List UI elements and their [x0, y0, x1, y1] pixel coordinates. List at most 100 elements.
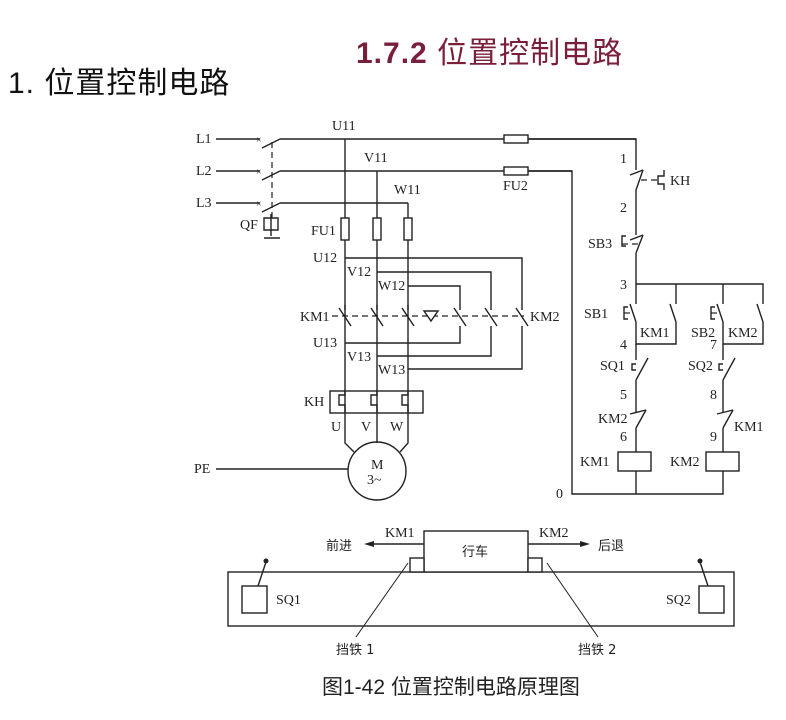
fu2-fuse-a	[503, 134, 529, 144]
label-w11: W11	[394, 183, 421, 198]
forward-label: 前进	[326, 538, 352, 554]
sq1-limit-contact	[635, 357, 649, 381]
km2-hold-contact	[756, 303, 764, 323]
fu1-fuse-u	[340, 217, 350, 241]
sq2-switch	[698, 585, 725, 614]
sq1-switch	[241, 585, 268, 614]
section-title-text: 位置控制电路	[437, 37, 624, 70]
node-4: 4	[620, 338, 627, 353]
arrow-right-icon	[580, 541, 590, 547]
node-0: 0	[556, 487, 563, 502]
label-u11: U11	[332, 119, 356, 134]
label-km1-coil: KM1	[580, 455, 610, 470]
wire-u13-cross	[345, 326, 461, 344]
wire-w13-cross	[408, 326, 523, 370]
svg-text:×: ×	[256, 199, 262, 210]
sq2-lever-icon	[697, 558, 703, 564]
kh-heater-icon	[338, 391, 409, 413]
track-illustration: 行车 前进 KM1 KM2 后退 SQ1 SQ2 挡铁 1 挡铁 2	[227, 526, 735, 658]
sq2-limit-contact	[722, 357, 736, 381]
label-l2: L2	[196, 164, 212, 179]
subsection-number: 1.	[8, 67, 36, 100]
label-fu1: FU1	[311, 224, 336, 239]
label-fu2: FU2	[503, 179, 528, 194]
cart-body	[423, 530, 529, 573]
fu1-fuse-w	[403, 217, 413, 241]
label-v11: V11	[364, 151, 388, 166]
motor-icon	[347, 441, 407, 501]
label-terminal-w: W	[390, 420, 404, 435]
arrow-left-icon	[364, 541, 374, 547]
label-pe: PE	[194, 462, 210, 477]
backward-label: 后退	[598, 539, 624, 554]
label-u12: U12	[313, 251, 337, 266]
interlock-triangle-icon	[422, 310, 440, 323]
ctrl-wire-top	[528, 138, 637, 170]
sb3-button-icon	[621, 235, 626, 247]
wire-v13-cross	[377, 326, 492, 357]
label-terminal-u: U	[331, 420, 341, 435]
wire-u12-cross	[345, 257, 523, 305]
label-sq2-ctrl: SQ2	[688, 359, 713, 374]
label-sb1: SB1	[584, 307, 608, 322]
node-7: 7	[710, 338, 717, 353]
qf-contact-3	[261, 202, 281, 213]
subsection-title-text: 位置控制电路	[44, 67, 231, 100]
label-km2-main: KM2	[530, 310, 560, 325]
motor-label: M	[371, 458, 384, 473]
section-title: 1.7.2 位置控制电路	[356, 28, 623, 72]
ctrl-wire-return	[528, 170, 724, 495]
label-v13: V13	[347, 350, 371, 365]
main-circuit: L1 L2 L3 × × × QF U11 V11 W11 FU2	[194, 119, 636, 501]
label-km2-coil: KM2	[670, 455, 700, 470]
motor-phase-label: 3~	[367, 473, 382, 488]
label-km2-interlock: KM2	[598, 412, 628, 427]
node-9: 9	[710, 430, 717, 445]
label-l3: L3	[196, 196, 212, 211]
node-3: 3	[620, 278, 627, 293]
section-number: 1.7.2	[356, 37, 428, 70]
stop-iron-2-label: 挡铁 2	[578, 643, 616, 658]
km1-direction-label: KM1	[385, 526, 415, 541]
node-6: 6	[620, 430, 627, 445]
label-km1-interlock: KM1	[734, 420, 764, 435]
label-kh-ctrl: KH	[670, 174, 690, 189]
wire-v12-cross	[377, 271, 492, 305]
km2-direction-label: KM2	[539, 526, 569, 541]
cart-label: 行车	[462, 544, 488, 560]
qf-contact-1	[261, 138, 281, 149]
km-main-contacts	[332, 305, 529, 327]
stop-iron-1-label: 挡铁 1	[336, 643, 374, 658]
kh-thermal-icon	[657, 170, 665, 190]
node-8: 8	[710, 388, 717, 403]
km1-interlock-contact	[722, 409, 734, 429]
ctrl-bus-3	[636, 283, 764, 304]
label-sb2: SB2	[691, 326, 715, 341]
label-l1: L1	[196, 132, 212, 147]
label-km2-hold: KM2	[728, 326, 758, 341]
label-km1-hold: KM1	[640, 326, 670, 341]
fu2-fuse-b	[503, 166, 529, 176]
qf-actuator-icon	[263, 214, 280, 239]
stop-iron-2-block	[527, 557, 543, 573]
sb1-contact	[629, 303, 637, 323]
km2-interlock-contact	[635, 409, 647, 429]
label-km1-main: KM1	[300, 310, 330, 325]
sq1-lever-icon	[263, 558, 269, 564]
label-sb3: SB3	[588, 237, 612, 252]
km1-coil	[617, 451, 652, 472]
svg-text:×: ×	[256, 167, 262, 178]
stop-iron-1-block	[409, 557, 425, 573]
label-qf: QF	[240, 218, 258, 233]
control-circuit: 1 KH 2 SB3 3 SB1 KM1 4 SB2 KM	[528, 138, 764, 502]
label-w13: W13	[378, 363, 405, 378]
label-u13: U13	[313, 336, 337, 351]
node-1: 1	[620, 152, 627, 167]
wire-w12-cross	[408, 285, 461, 305]
label-sq1-ctrl: SQ1	[600, 359, 625, 374]
kh-nc-contact	[635, 169, 644, 191]
label-sq1-track: SQ1	[276, 593, 301, 608]
svg-text:×: ×	[256, 135, 262, 146]
km1-hold-contact	[669, 303, 677, 323]
